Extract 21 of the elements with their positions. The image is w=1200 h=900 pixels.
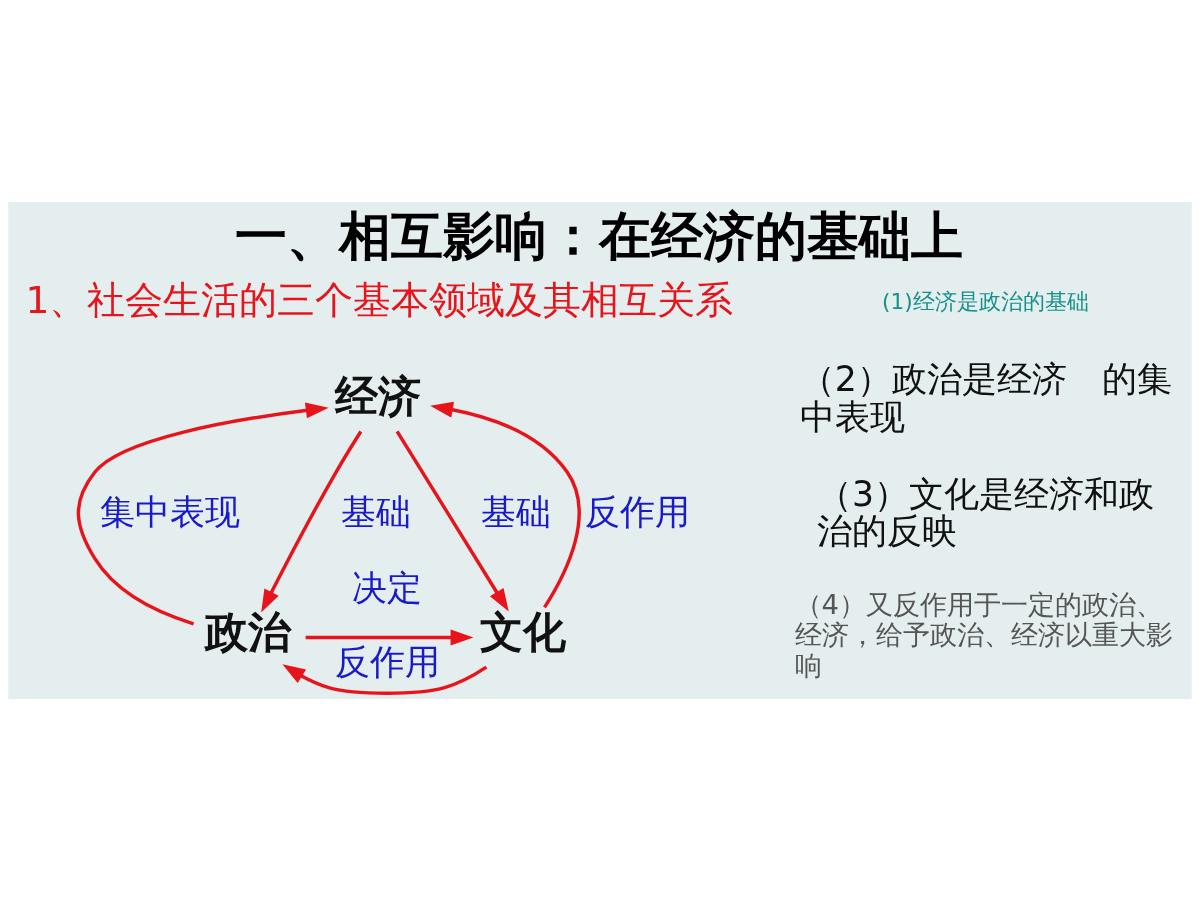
label: （2）政治是经济 的集中表现 <box>799 358 1172 437</box>
arrow <box>305 628 474 645</box>
arrow <box>282 663 488 695</box>
arrow <box>261 430 363 612</box>
arrow <box>430 401 581 608</box>
edge-label: 基础 <box>481 491 552 532</box>
edge-label: 集中表现 <box>99 491 240 532</box>
label: 1、社会生活的三个基本领域及其相互关系 <box>25 277 734 322</box>
node-text: 政治 <box>205 606 292 657</box>
arrow <box>76 401 329 625</box>
node-text: 经济 <box>335 370 422 421</box>
label: （3）文化是经济和政治的反映 <box>816 473 1155 551</box>
diagram-title: 一、相互影响：在经济的基础上 <box>235 205 964 266</box>
node-text: 文化 <box>479 606 566 657</box>
edge-label: 基础 <box>341 491 412 532</box>
label: (1)经济是政治的基础 <box>881 288 1089 314</box>
edge-label: 反作用 <box>585 491 691 532</box>
edge-label: 决定 <box>351 567 422 608</box>
label: （4）又反作用于一定的政治、经济，给予政治、经济以重大影响 <box>794 588 1173 681</box>
arrow <box>395 429 509 612</box>
edge-label: 反作用 <box>334 641 440 682</box>
